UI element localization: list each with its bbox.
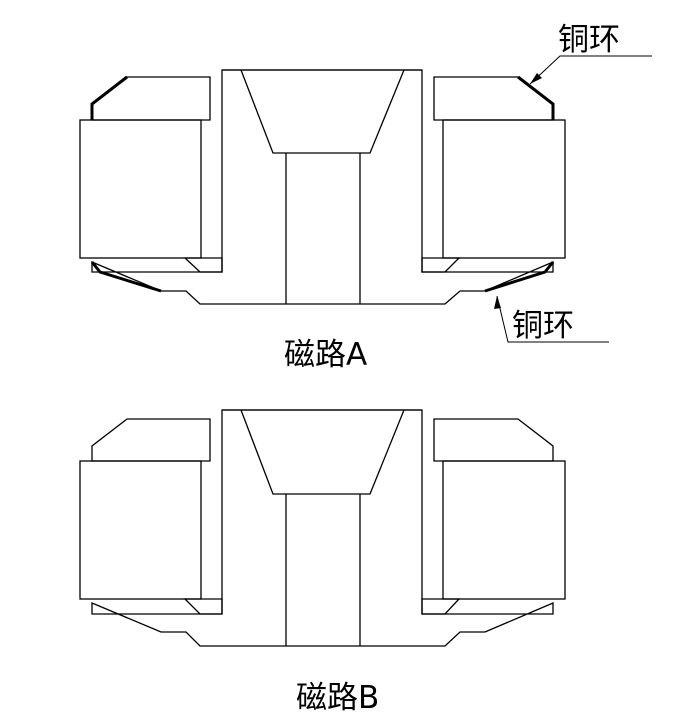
circuit-a-leader-top-arrow [530,73,542,84]
circuit-b-body-outline [91,409,554,647]
circuit-a-body-outline [91,69,554,305]
circuit-b-caption: 磁路B [296,680,379,716]
circuit-b-cone [240,409,405,495]
circuit-a-right-coil [442,119,566,259]
circuit-a-copper-ring-bottom-right [484,261,555,293]
circuit-a-caption: 磁路A [284,337,367,373]
circuit-b-left-top-plate [91,418,211,462]
circuit-b-left-coil [79,460,202,600]
circuit-a-leader-top [529,55,652,85]
circuit-a-label-copper-ring-top: 铜环 [558,22,620,58]
magnetic-circuit-b: 磁路B [79,409,566,716]
circuit-a-right-top-plate [433,76,554,121]
circuit-a-label-copper-ring-bottom: 铜环 [512,308,574,344]
circuit-a-left-step [183,257,223,273]
magnetic-circuit-a: 铜环 铜环 磁路A [79,22,652,373]
circuit-a-copper-ring-bottom-left [90,261,162,293]
circuit-b-right-top-plate [433,418,554,462]
circuit-a-leader-bottom-arrow [494,296,501,309]
circuit-a-copper-ring-top-right [517,75,555,120]
circuit-a-left-coil [79,119,202,259]
circuit-b-left-step [183,598,223,615]
circuit-b-right-coil [442,460,566,600]
circuit-a-right-step [421,257,461,273]
circuit-a-leader-bottom [496,295,609,343]
circuit-a-copper-ring-top-left [90,75,128,120]
circuit-a-cone [240,69,405,154]
circuit-a-left-top-plate [91,76,211,121]
circuit-b-right-step [421,598,461,615]
